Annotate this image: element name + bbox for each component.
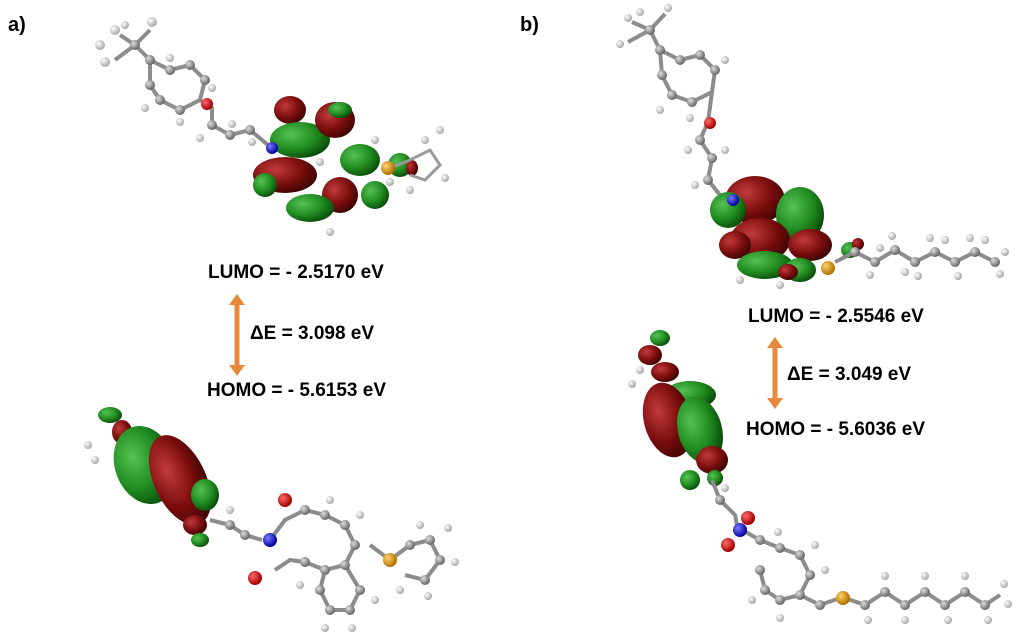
panel-a-gap-arrow xyxy=(229,294,245,376)
bonds xyxy=(389,148,442,182)
carbon-atoms xyxy=(850,245,1000,267)
carbon-atoms xyxy=(645,25,720,185)
panel-a-homo-molecule xyxy=(84,407,459,632)
sulfur-atom xyxy=(381,161,395,175)
panel-b-homo-molecule xyxy=(628,330,1012,624)
panel-label-b: b) xyxy=(520,14,539,36)
bonds xyxy=(627,12,737,207)
nitrogen-atom xyxy=(266,142,278,154)
hydrogen-atoms xyxy=(616,4,729,189)
nitrogen-atom xyxy=(733,523,747,537)
oxygen-atom xyxy=(741,511,755,525)
panel-b-gap-arrow xyxy=(767,337,783,409)
bonds xyxy=(209,507,443,612)
panel-b-lumo-energy: LUMO = - 2.5546 eV xyxy=(748,306,924,327)
oxygen-atom xyxy=(278,493,292,507)
hydrogen-atoms xyxy=(84,441,459,632)
oxygen-atom xyxy=(201,98,213,110)
sulfur-atom xyxy=(383,553,397,567)
hydrogen-atoms xyxy=(736,232,1009,289)
bonds xyxy=(113,28,286,152)
sulfur-atom xyxy=(821,261,835,275)
panel-b-energy-gap: ΔE = 3.049 eV xyxy=(787,364,912,385)
hydrogen-atoms xyxy=(95,17,256,146)
bonds xyxy=(710,479,1002,608)
oxygen-atom xyxy=(721,538,735,552)
panel-a-lumo-energy: LUMO = - 2.5170 eV xyxy=(208,262,384,283)
carbon-atoms xyxy=(130,40,255,140)
sulfur-atom xyxy=(836,591,850,605)
carbon-atoms xyxy=(715,495,990,610)
hydrogen-atoms xyxy=(628,366,1012,624)
oxygen-atom xyxy=(248,571,262,585)
homo-orbital-lobes xyxy=(98,407,219,547)
hydrogen-atoms xyxy=(316,126,449,236)
lumo-orbital-lobes xyxy=(253,96,418,222)
panel-b-lumo-molecule xyxy=(616,4,1009,289)
nitrogen-atom xyxy=(263,533,277,547)
oxygen-atom xyxy=(704,117,716,129)
panel-a-homo-energy: HOMO = - 5.6153 eV xyxy=(207,380,386,401)
homo-orbital-lobes xyxy=(638,330,728,490)
nitrogen-atom xyxy=(727,194,739,206)
panel-b-homo-energy: HOMO = - 5.6036 eV xyxy=(746,419,925,440)
panel-label-a: a) xyxy=(8,14,26,36)
panel-a-energy-gap: ΔE = 3.098 eV xyxy=(250,323,375,344)
carbon-atoms xyxy=(225,505,445,615)
panel-a-lumo-molecule xyxy=(95,17,449,236)
lumo-orbital-lobes xyxy=(710,176,864,282)
